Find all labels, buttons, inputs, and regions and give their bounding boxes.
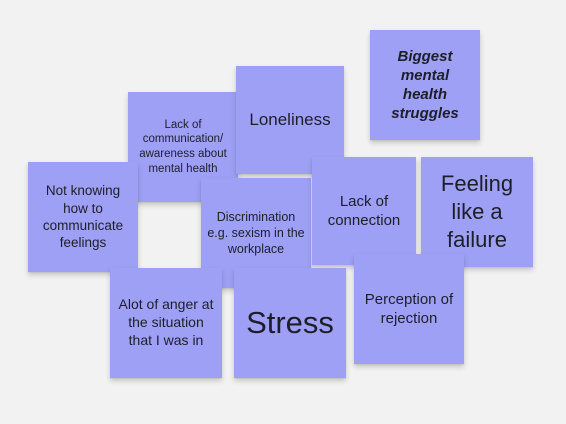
sticky-note-text: Loneliness [249,110,331,130]
sticky-note-text: Perception of rejection [364,290,454,327]
sticky-note-text: Discrimination e.g. sexism in the workpl… [207,210,305,256]
sticky-note-text: Not knowing how to communicate feelings [42,183,124,251]
sticky-note-feeling-failure[interactable]: Feeling like a failure [421,157,533,267]
sticky-note-text: Alot of anger at the situation that I wa… [118,296,214,348]
sticky-note-text: Stress [246,305,334,341]
sticky-note-biggest-struggles[interactable]: Biggest mental health struggles [370,30,480,140]
sticky-note-text: Feeling like a failure [440,170,514,253]
sticky-note-text: Lack of communication/ awareness about m… [139,118,227,175]
sticky-note-loneliness[interactable]: Loneliness [236,66,344,174]
sticky-note-not-knowing[interactable]: Not knowing how to communicate feelings [28,162,138,272]
sticky-note-text: Biggest mental health struggles [391,47,459,123]
sticky-note-anger[interactable]: Alot of anger at the situation that I wa… [110,268,222,378]
sticky-note-text: Lack of connection [327,192,401,229]
sticky-note-perception-rejection[interactable]: Perception of rejection [354,254,464,364]
sticky-note-lack-of-communication[interactable]: Lack of communication/ awareness about m… [128,92,238,202]
sticky-note-stress[interactable]: Stress [234,268,346,378]
sticky-note-lack-of-connection[interactable]: Lack of connection [312,157,416,265]
